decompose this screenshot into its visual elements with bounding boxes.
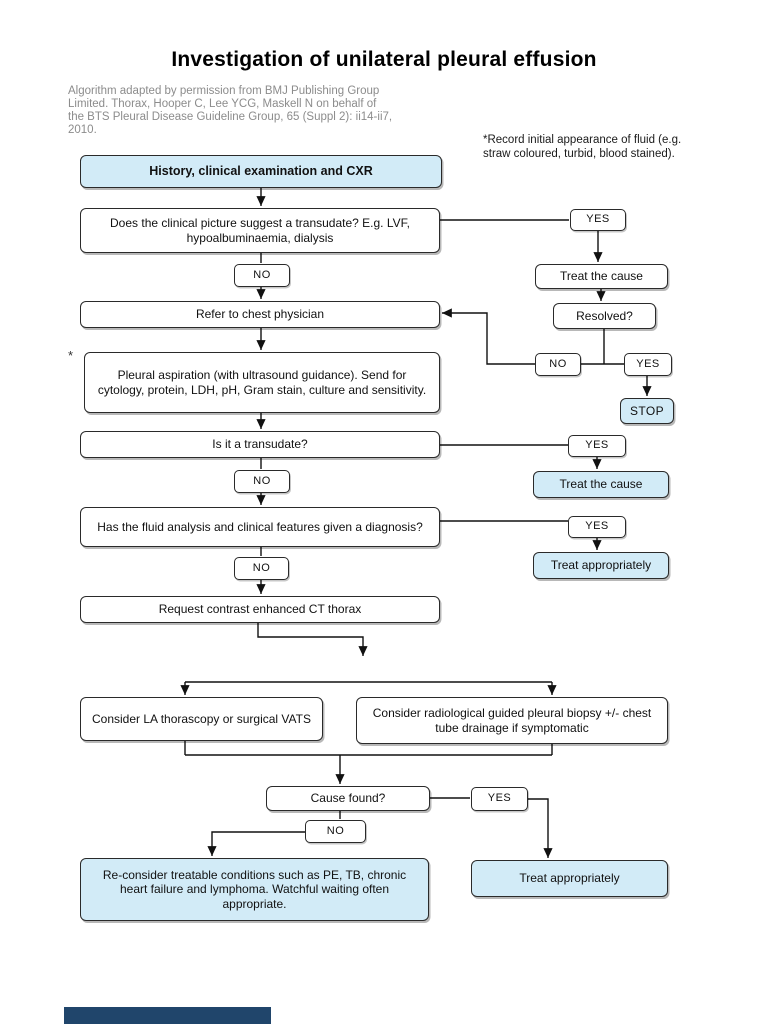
node-yes-cause-found: YES [471,787,528,811]
node-request-ct: Request contrast enhanced CT thorax [80,596,440,623]
node-no-diagnosis: NO [234,557,289,580]
node-yes-diagnosis: YES [568,516,626,538]
node-yes-transudate: YES [570,209,626,231]
node-consider-biopsy: Consider radiological guided pleural bio… [356,697,668,744]
node-treat-appropriately-1: Treat appropriately [533,552,669,579]
node-resolved-question: Resolved? [553,303,656,329]
node-refer-chest-physician: Refer to chest physician [80,301,440,328]
next-page-edge-bar [64,1007,271,1024]
node-yes-resolved: YES [624,353,672,376]
node-no-resolved: NO [535,353,581,376]
node-treat-appropriately-2: Treat appropriately [471,860,668,897]
node-no-cause-found: NO [305,820,366,843]
node-stop: STOP [620,398,674,424]
node-is-it-transudate: Is it a transudate? [80,431,440,458]
fluid-appearance-note: *Record initial appearance of fluid (e.g… [483,134,682,160]
node-consider-thorascopy: Consider LA thorascopy or surgical VATS [80,697,323,741]
node-transudate-question: Does the clinical picture suggest a tran… [80,208,440,253]
node-cause-found-question: Cause found? [266,786,430,811]
attribution-text: Algorithm adapted by permission from BMJ… [68,85,393,136]
node-treat-the-cause-2: Treat the cause [533,471,669,498]
node-no-is-transudate: NO [234,470,290,493]
node-yes-is-transudate: YES [568,435,626,457]
node-treat-the-cause-1: Treat the cause [535,264,668,289]
node-history-exam-cxr: History, clinical examination and CXR [80,155,442,188]
node-fluid-analysis-question: Has the fluid analysis and clinical feat… [80,507,440,547]
node-pleural-aspiration: Pleural aspiration (with ultrasound guid… [84,352,440,413]
aspiration-footnote-marker: * [68,348,74,363]
page-title: Investigation of unilateral pleural effu… [171,48,597,71]
node-reconsider-treatable: Re-consider treatable conditions such as… [80,858,429,921]
node-no-transudate: NO [234,264,290,287]
